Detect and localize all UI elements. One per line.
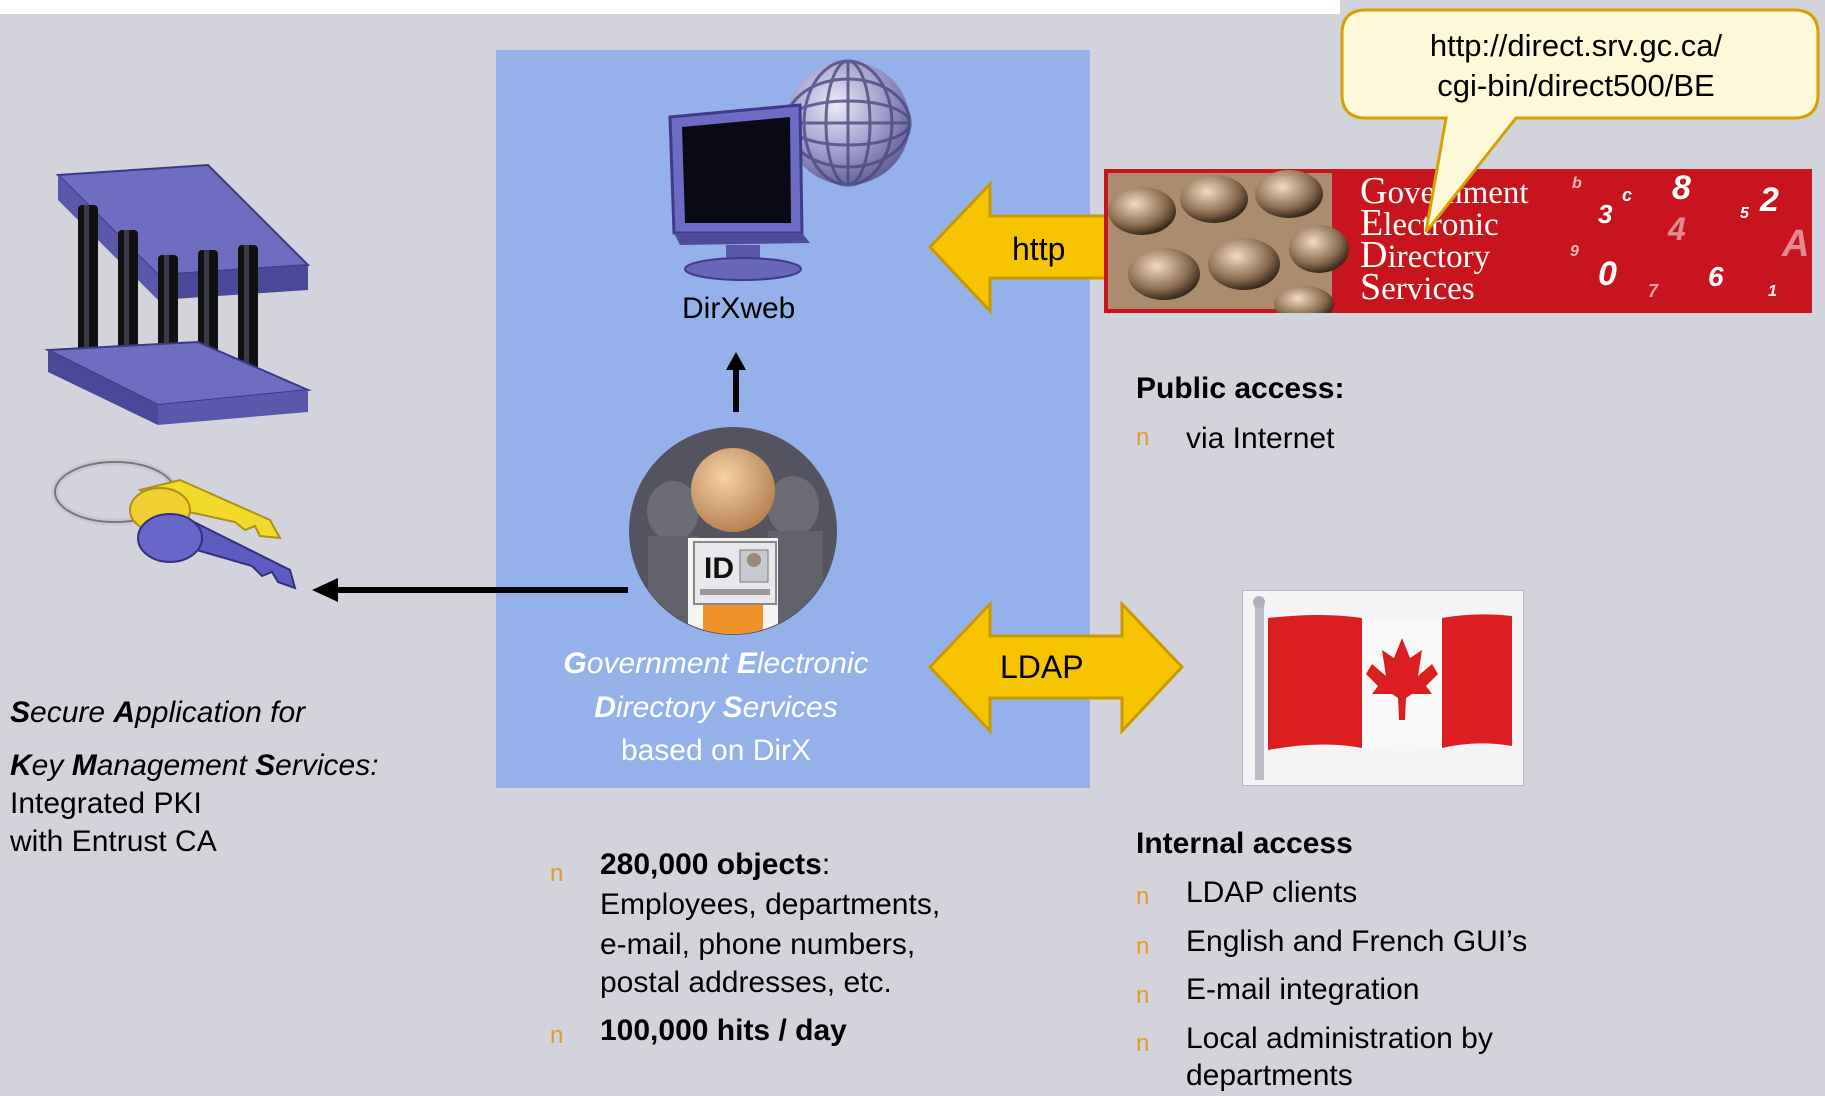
up-arrow <box>726 352 746 412</box>
stats-item1-line: postal addresses, etc. <box>600 966 892 999</box>
ged-label-line3: based on DirX <box>620 734 812 767</box>
dirxweb-label: DirXweb <box>682 292 796 325</box>
left-title-line1: Secure Application for <box>10 696 306 729</box>
left-arrow <box>312 578 628 602</box>
canada-flag-icon <box>1242 590 1524 786</box>
url-callout <box>1340 8 1820 233</box>
id-badge-text: ID <box>704 552 734 585</box>
internal-access-item: English and French GUI’s <box>1186 925 1528 958</box>
banner-digit: 5 <box>1740 205 1749 222</box>
banner-digit: 4 <box>1668 211 1686 247</box>
geds-banner <box>1104 169 1812 313</box>
banner-digit: 7 <box>1648 281 1659 301</box>
callout-text: http://direct.srv.gc.ca/ cgi-bin/direct5… <box>1346 26 1806 106</box>
bullet-icon: n <box>550 1022 564 1049</box>
stats-item1-title: 280,000 objects: <box>600 848 831 881</box>
ldap-label: LDAP <box>1000 649 1084 685</box>
internal-access-item: Local administration by <box>1186 1022 1493 1055</box>
bullet-icon: n <box>550 860 564 887</box>
left-title-line2: Key Management Services: <box>10 749 379 782</box>
internal-access-heading: Internal access <box>1136 827 1353 860</box>
keys-icon <box>51 458 297 590</box>
ldap-arrow <box>927 600 1185 735</box>
internal-access-item: LDAP clients <box>1186 876 1358 909</box>
ged-label-line2: Directory Services <box>594 691 838 724</box>
person-id-icon: ID <box>629 427 837 635</box>
callout-line2: cgi-bin/direct500/BE <box>1437 68 1715 103</box>
public-access-heading: Public access: <box>1136 372 1345 405</box>
bullet-icon: n <box>1136 1030 1150 1057</box>
internal-access-item-continued: departments <box>1186 1059 1353 1092</box>
left-line4: with Entrust CA <box>10 825 217 858</box>
banner-title-line3: Directory <box>1360 234 1491 276</box>
banner-digit: 9 <box>1570 243 1579 260</box>
left-line3: Integrated PKI <box>10 787 202 820</box>
stats-item1-line: Employees, departments, <box>600 888 941 921</box>
bullet-icon: n <box>1136 883 1150 910</box>
banner-digit: 2 <box>1760 181 1779 219</box>
public-access-item: via Internet <box>1186 422 1335 455</box>
monitor-globe-icon <box>668 59 912 281</box>
callout-line1: http://direct.srv.gc.ca/ <box>1429 28 1723 63</box>
banner-digit: 6 <box>1708 261 1724 292</box>
temple-icon <box>44 163 312 425</box>
stats-item1-line: e-mail, phone numbers, <box>600 928 916 961</box>
banner-digit: c <box>1622 185 1633 205</box>
internal-access-item: E-mail integration <box>1186 973 1420 1006</box>
http-label: http <box>1012 231 1066 267</box>
banner-title-line4: Services <box>1360 266 1475 308</box>
ged-label-line1: Government Electronic <box>563 647 869 680</box>
stats-item2: 100,000 hits / day <box>600 1014 847 1047</box>
banner-digit: 1 <box>1768 283 1777 300</box>
banner-digit: 0 <box>1598 255 1617 293</box>
bullet-icon: n <box>1136 982 1150 1009</box>
top-bar <box>0 0 1340 14</box>
bullet-icon: n <box>1136 424 1150 451</box>
banner-digit: A <box>1782 223 1810 265</box>
banner-digit: 8 <box>1672 169 1691 207</box>
banner-digits: b c 8 2 3 5 4 9 A 0 7 6 1 <box>1560 169 1810 313</box>
banner-digit: b <box>1572 175 1582 192</box>
banner-digit: 3 <box>1598 199 1613 229</box>
bullet-icon: n <box>1136 933 1150 960</box>
